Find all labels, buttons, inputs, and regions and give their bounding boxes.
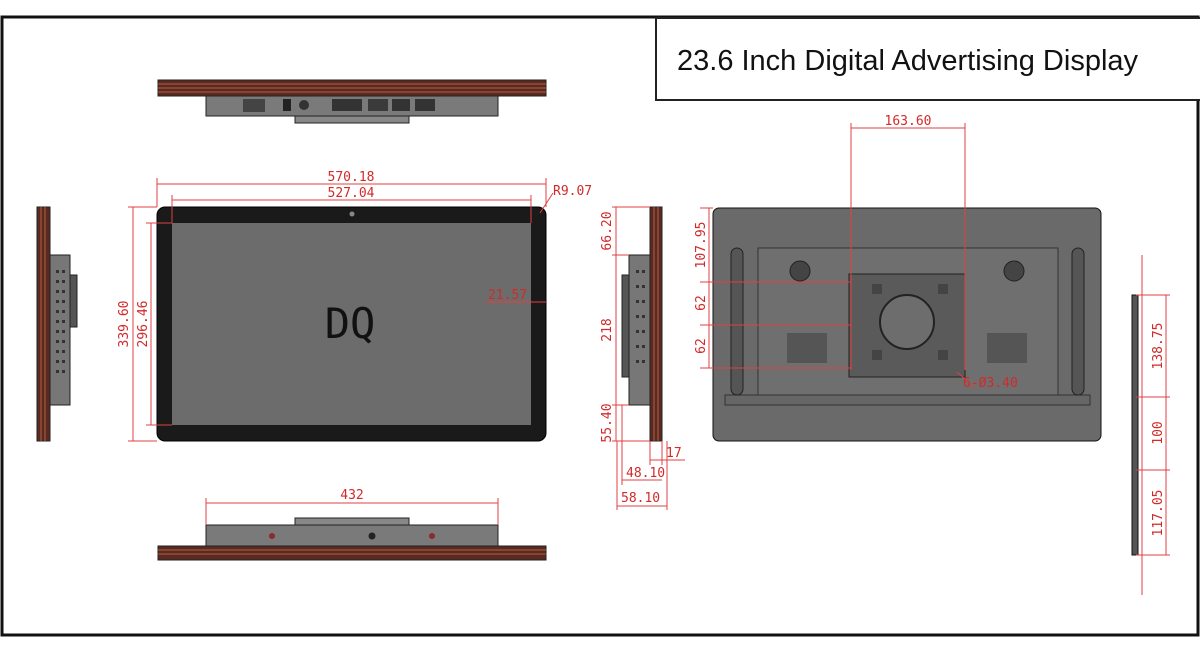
dim-screen-height: 296.46 xyxy=(136,301,151,348)
dim-screen-width: 527.04 xyxy=(328,186,375,201)
dim-overall-width: 570.18 xyxy=(328,170,375,185)
dim-depth-thin: 17 xyxy=(666,446,682,461)
bottom-view: 432 xyxy=(157,488,547,561)
page-title: 23.6 Inch Digital Advertising Display xyxy=(677,45,1139,77)
dim-depth-mid: 48.10 xyxy=(626,466,665,481)
back-view: 163.60 107.95 62 62 6-Ø3.40 xyxy=(694,114,1102,442)
front-view: DQ 570.18 527.04 R9.07 339.60 296.46 21.… xyxy=(117,170,592,442)
dim-side-top: 66.20 xyxy=(600,211,615,250)
dim-side-bottom: 55.40 xyxy=(600,403,615,442)
dim-side-mid: 218 xyxy=(600,318,615,341)
dim-overall-height: 339.60 xyxy=(117,301,132,348)
right-side-view: 66.20 218 55.40 17 48.10 58.10 xyxy=(600,206,685,510)
right-profile: 138.75 100 117.05 xyxy=(1131,255,1170,595)
front-logo: DQ xyxy=(325,299,376,348)
left-side-view xyxy=(36,206,78,442)
dim-vesa-h2: 62 xyxy=(694,338,709,354)
dim-depth-total: 58.10 xyxy=(621,491,660,506)
top-view xyxy=(157,79,547,124)
title-box: 23.6 Inch Digital Advertising Display xyxy=(655,17,1200,101)
dim-border: 21.57 xyxy=(488,288,527,303)
dim-bracket-width: 432 xyxy=(340,488,363,503)
dim-corner-radius: R9.07 xyxy=(553,184,592,199)
dim-screw-holes: 6-Ø3.40 xyxy=(963,376,1018,391)
dim-profile-mid: 100 xyxy=(1151,421,1166,444)
dim-profile-top: 138.75 xyxy=(1151,323,1166,370)
dim-vesa-width: 163.60 xyxy=(885,114,932,129)
dim-top-to-vesa: 107.95 xyxy=(694,222,709,269)
dim-profile-bottom: 117.05 xyxy=(1151,490,1166,537)
dim-vesa-h1: 62 xyxy=(694,295,709,311)
